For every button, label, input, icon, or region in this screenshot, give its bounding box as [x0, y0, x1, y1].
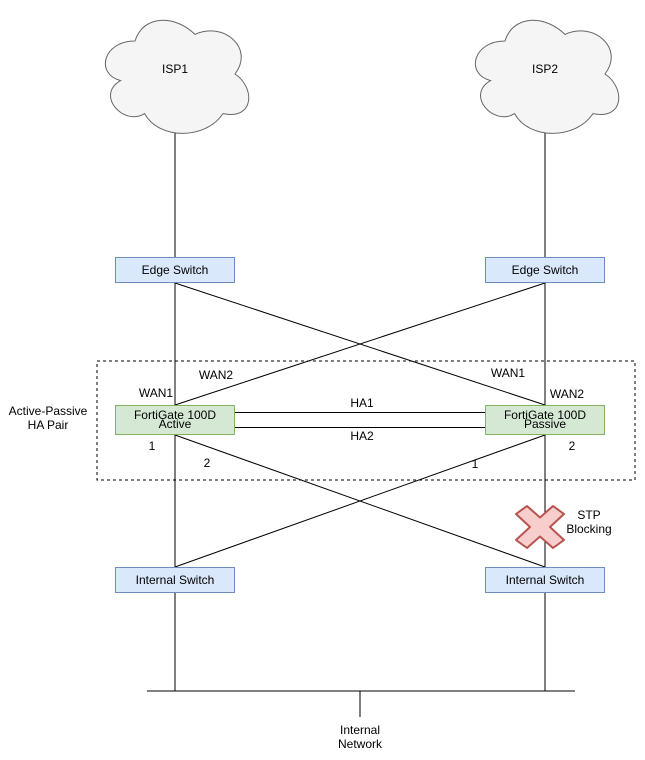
- fortigate-right-role: Passive: [523, 417, 567, 431]
- isp1-cloud-icon: [104, 19, 250, 134]
- wan1-left-label: WAN1: [138, 386, 174, 400]
- fortigate-left-label: FortiGate 100D: [133, 408, 217, 422]
- node-fortigate-right: FortiGate 100D Passive: [485, 405, 605, 435]
- ha-pair-group-box: [96, 360, 636, 481]
- link-edge-right-to-fg-left-wan2: [174, 282, 546, 406]
- node-internal-switch-left: Internal Switch: [115, 567, 235, 593]
- node-fortigate-left: FortiGate 100D Active: [115, 405, 235, 435]
- fg-right-port2-label: 2: [568, 439, 576, 453]
- isp2-cloud-icon: [474, 19, 620, 134]
- edge-switch-right-label: Edge Switch: [511, 262, 579, 277]
- ha2-label: HA2: [350, 429, 374, 443]
- fg-left-port2-label: 2: [203, 456, 211, 470]
- fg-left-port1-label: 1: [148, 439, 156, 453]
- fg-right-port1-label: 1: [471, 457, 479, 471]
- stp-blocking-x-icon: [515, 505, 565, 549]
- isp2-label: ISP2: [531, 62, 559, 76]
- edge-switch-left-label: Edge Switch: [141, 262, 209, 277]
- node-edge-switch-left: Edge Switch: [115, 257, 235, 283]
- node-edge-switch-right: Edge Switch: [485, 257, 605, 283]
- wan1-right-label: WAN1: [490, 366, 526, 380]
- ha1-label: HA1: [350, 396, 374, 410]
- stp-blocking-label: STP Blocking: [566, 508, 612, 536]
- isp1-label: ISP1: [161, 62, 189, 76]
- link-fg-right-port1-to-internal-left: [174, 434, 546, 568]
- ha-pair-group-label: Active-Passive HA Pair: [8, 404, 88, 432]
- internal-switch-left-label: Internal Switch: [135, 572, 215, 587]
- wan2-right-label: WAN2: [549, 387, 585, 401]
- internal-switch-right-label: Internal Switch: [505, 572, 585, 587]
- fortigate-left-role: Active: [158, 417, 192, 431]
- wan2-left-label: WAN2: [198, 368, 234, 382]
- internal-network-label: Internal Network: [337, 723, 382, 751]
- node-internal-switch-right: Internal Switch: [485, 567, 605, 593]
- fortigate-right-label: FortiGate 100D: [503, 408, 587, 422]
